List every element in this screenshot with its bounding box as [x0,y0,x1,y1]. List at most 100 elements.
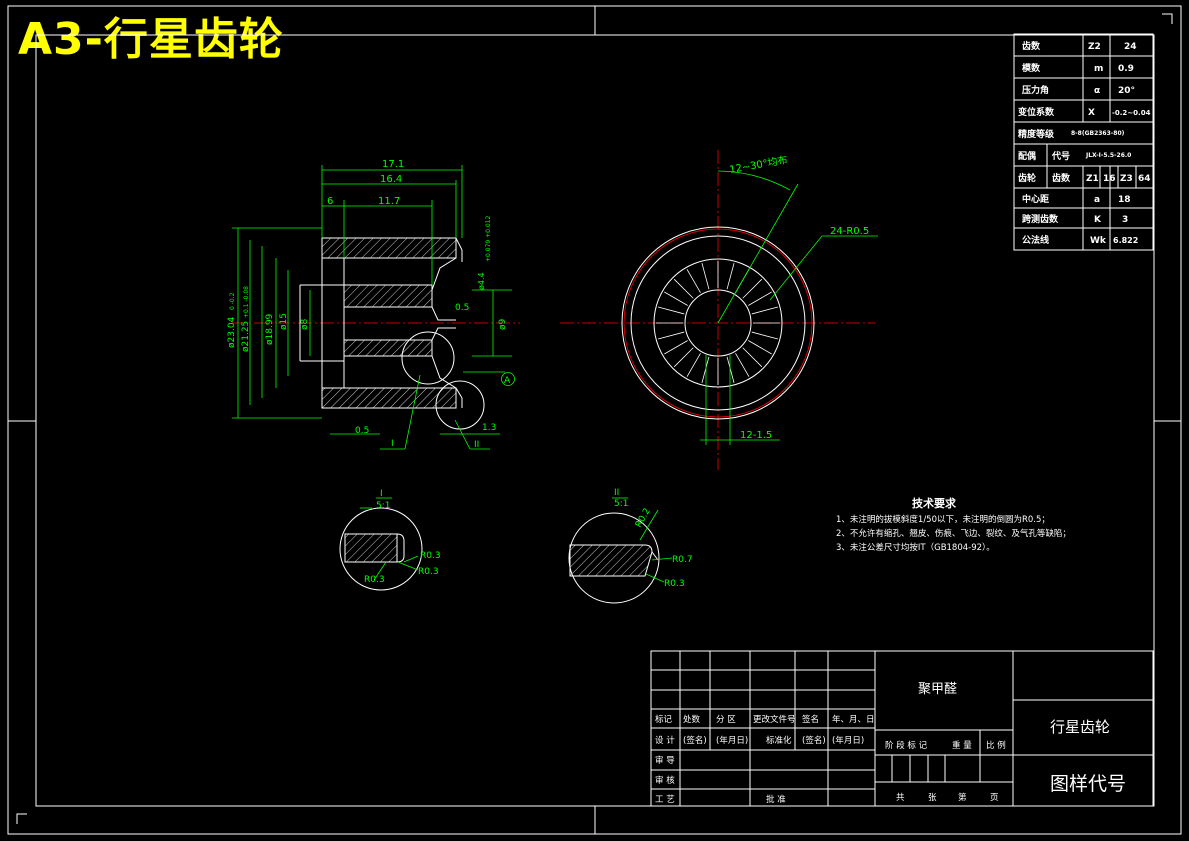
rib-line [748,340,772,355]
tbl-r1c2: 0.9 [1118,64,1134,74]
tbl-r2c2: 20° [1118,86,1135,96]
front-outline [621,226,815,420]
tb-r5: (年月日) [832,735,864,746]
tb-r1: (签名) [683,735,707,746]
tbl-r6c2: Z1 [1086,174,1099,184]
section-hatch [321,237,457,409]
tb-r3: 标准化 [766,735,792,746]
tb-r4: (签名) [802,735,826,746]
tbl-r8c0: 跨测齿数 [1022,213,1059,225]
tb-review: 审 核 [655,775,675,786]
tb-r2: (年月日) [716,735,748,746]
detail-i-r1: R0.3 [420,551,441,561]
dim-0-5-top: 0.5 [455,303,469,313]
rib-line [742,278,763,299]
tbl-r2c0: 压力角 [1022,84,1049,96]
detail-view-ii: II 5:1 R0.2 R0.7 R0.3 [568,488,693,604]
front-centerlines [560,150,875,470]
tbl-r3c2: -0.2~0.04 [1112,109,1151,117]
rib-line [686,353,701,377]
rib-line [748,291,772,306]
dim-od-tol: 0 -0.2 [229,292,236,310]
rib-line [664,340,688,355]
rib-line [735,353,750,377]
tb-checker: 审 导 [655,755,675,766]
dim-6: 6 [327,196,333,207]
tbl-r1c0: 模数 [1022,62,1041,74]
detail-ii-scale: 5:1 [614,499,628,509]
detail-view-i: I 5:1 R0.3 R0.3 R0.3 [339,489,441,591]
title-block-text: 标记 处数 分 区 更改文件号 签名 年、月、日 设 计 (签名) (年月日) … [655,681,1126,805]
tb-r0: 设 计 [655,735,675,746]
dim-15: ø15 [279,313,289,330]
rib-line [701,356,710,383]
dim-angle: 12~30°均布 [728,154,788,176]
tb-approve: 批 准 [766,794,786,805]
technical-requirements: 技术要求 1、未注明的拔模斜度1/50以下，未注明的倒圆为R0.5； 2、不允许… [836,496,1071,553]
tbl-r6c4: Z3 [1120,174,1133,184]
gear-parameter-table [1013,33,1154,251]
rib-line [726,356,735,383]
tb-sheets-3: 页 [990,793,999,803]
detail-ii-r1: R0.2 [634,507,653,530]
tb-sheets-2: 第 [958,792,967,803]
tbl-r0c0: 齿数 [1022,40,1041,52]
detail-i-scale: 5:1 [376,501,390,511]
dim-17-1: 17.1 [382,159,404,170]
tb-process: 工 艺 [655,795,675,805]
tb-drawing-no: 图样代号 [1050,773,1126,795]
rib-line [751,331,778,340]
tech-title: 技术要求 [912,496,957,510]
tbl-r7c0: 中心距 [1022,193,1049,205]
tbl-r5c0: 配偶 [1018,150,1036,162]
sheet-frame [7,5,1182,835]
rib-line [751,306,778,315]
dim-9: ø9 [498,318,508,330]
tbl-r9c0: 公法线 [1022,234,1049,246]
dim-rd: ø21.25 [241,321,251,352]
tb-part-name: 行星齿轮 [1050,718,1110,736]
tb-h5: 年、月、日 [832,714,875,725]
detail-i-title: I [380,489,383,499]
dim-tooth-tol: +0.079 +0.012 [485,216,492,262]
tbl-r3c0: 变位系数 [1018,106,1055,118]
dim-rd-tol: +0.1 -0.08 [243,286,250,318]
front-ribs [656,261,780,385]
dim-16-4: 16.4 [380,174,402,185]
tbl-r0c2: 24 [1124,42,1137,52]
rib-line [726,263,735,290]
tb-sheets-1: 张 [928,793,937,803]
tech-line-2: 2、不允许有缩孔、翘皮、伤痕、飞边、裂纹、及气孔等缺陷； [836,528,1071,539]
tbl-r4c0: 精度等级 [1018,128,1055,140]
rib-line [701,263,710,290]
dim-od: ø23.04 [227,316,237,348]
tbl-r4c1: 8-8(GB2363-80) [1071,130,1125,137]
tbl-r2c1: α [1094,86,1100,96]
tbl-r6c3: 16 [1103,174,1116,184]
rib-line [664,291,688,306]
tb-h1: 处数 [683,714,701,725]
dim-11-7: 11.7 [378,196,400,207]
tbl-r5c2: JLX-I-5.5-26.0 [1085,152,1131,159]
tbl-r9c2: 6.822 [1113,236,1138,245]
tbl-r6c0: 齿轮 [1018,172,1036,184]
rib-line [658,306,685,315]
tbl-r1c1: m [1094,64,1103,74]
front-dim-lines [700,170,878,445]
detail-ii-r3: R0.3 [664,579,685,589]
tb-weight: 重 量 [952,740,972,751]
dim-0-5-bottom: 0.5 [355,426,369,436]
tb-h4: 签名 [802,714,819,725]
section-outline [299,237,485,430]
section-view: 17.1 16.4 6 11.7 ø23.04 0 -0.2 ø21.25 +0… [227,159,520,450]
dim-12-1-5: 12-1.5 [740,430,772,441]
detail-ii-title: II [614,488,619,498]
tb-h0: 标记 [655,714,673,725]
detail-ii-r2: R0.7 [672,555,693,565]
tbl-r9c1: Wk [1090,236,1107,246]
detail-marker-i: I [391,439,394,449]
rib-line [673,278,694,299]
title-block [650,650,1154,807]
dim-8: ø8 [300,318,310,330]
